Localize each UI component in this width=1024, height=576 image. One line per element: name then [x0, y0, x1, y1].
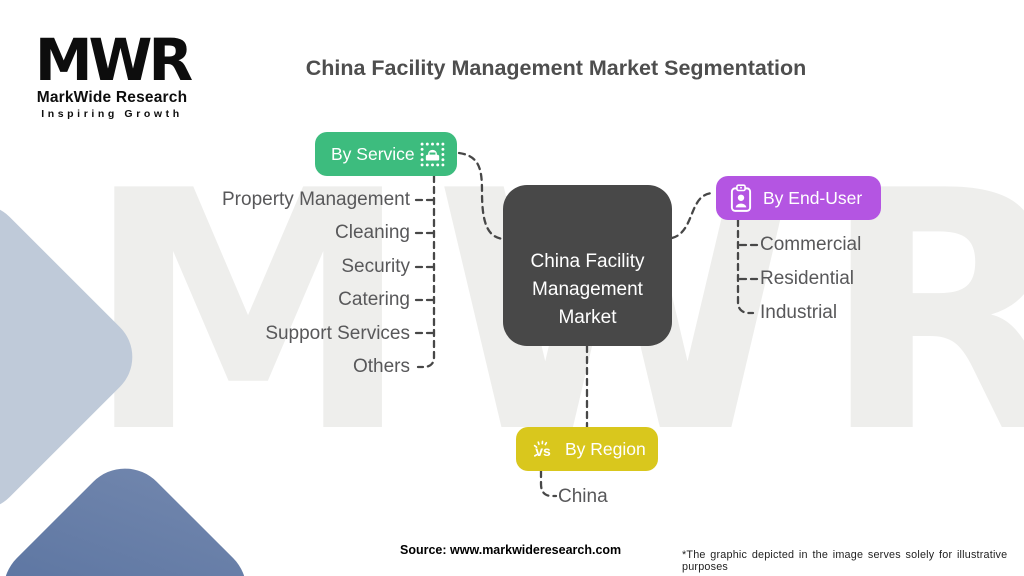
logo-acronym: MWR	[34, 26, 193, 94]
segment-label-by-end-user: By End-User	[763, 187, 863, 208]
segment-badge-by-region: vs By Region	[516, 427, 658, 471]
segment-item: Support Services	[265, 322, 410, 344]
segment-items-by-end-user: Commercial Residential Industrial	[760, 228, 861, 330]
disclaimer-text: *The graphic depicted in the image serve…	[682, 549, 1008, 573]
segment-items-by-service: Property Management Cleaning Security Ca…	[222, 183, 410, 383]
segment-items-by-region: China	[558, 486, 608, 507]
segment-label-by-service: By Service	[331, 143, 415, 164]
svg-text:vs: vs	[535, 442, 551, 458]
segment-item: China	[558, 486, 608, 507]
segment-item: Industrial	[760, 302, 838, 323]
center-node: China Facility Management Market	[503, 185, 672, 346]
segment-item: Others	[352, 355, 410, 377]
logo-name: MarkWide Research	[36, 89, 188, 107]
segment-badge-by-service: By Service	[315, 132, 457, 176]
segment-item: Cleaning	[335, 222, 410, 244]
center-node-label: China Facility Management Market	[530, 250, 645, 328]
vs-sparkle-icon: vs	[529, 436, 556, 463]
clipboard-person-icon	[728, 183, 754, 213]
logo-tagline: Inspiring Growth	[41, 108, 183, 121]
segment-item: Residential	[760, 268, 854, 289]
segment-item: Property Management	[222, 189, 410, 210]
segment-item: Catering	[338, 289, 410, 311]
car-sensors-icon	[420, 142, 445, 167]
segment-badge-by-end-user: By End-User	[716, 176, 881, 220]
segment-label-by-region: By Region	[565, 438, 646, 459]
source-text: Source: www.markwideresearch.com	[400, 543, 622, 557]
markwide-logo: MWR MarkWide Research Inspiring Growth	[33, 26, 193, 121]
segment-item: Security	[341, 255, 410, 277]
page-title: China Facility Management Market Segment…	[305, 56, 807, 80]
segment-item: Commercial	[760, 234, 862, 255]
